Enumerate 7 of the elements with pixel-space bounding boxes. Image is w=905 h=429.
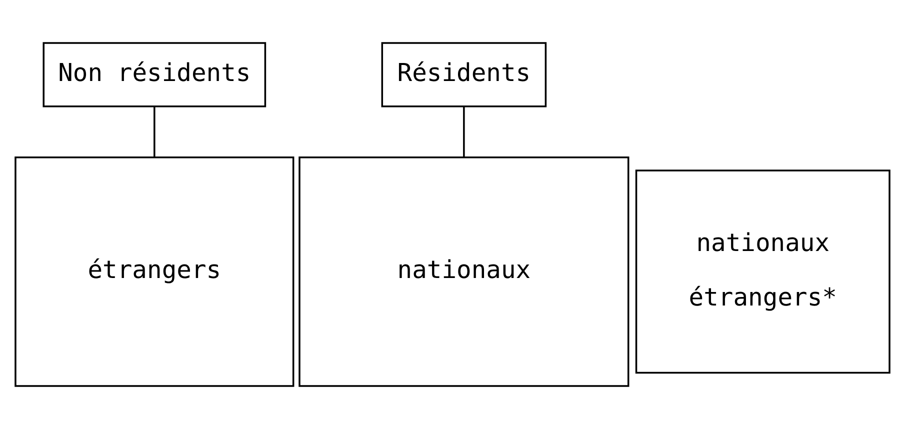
connector [463, 106, 465, 157]
node-box: nationaux [298, 156, 630, 387]
node-box: Non résidents [42, 42, 266, 108]
node-box: Résidents [381, 42, 547, 108]
node-box: étrangers [14, 156, 294, 387]
node-box: nationaux étrangers* [635, 170, 890, 374]
connector [154, 106, 156, 157]
